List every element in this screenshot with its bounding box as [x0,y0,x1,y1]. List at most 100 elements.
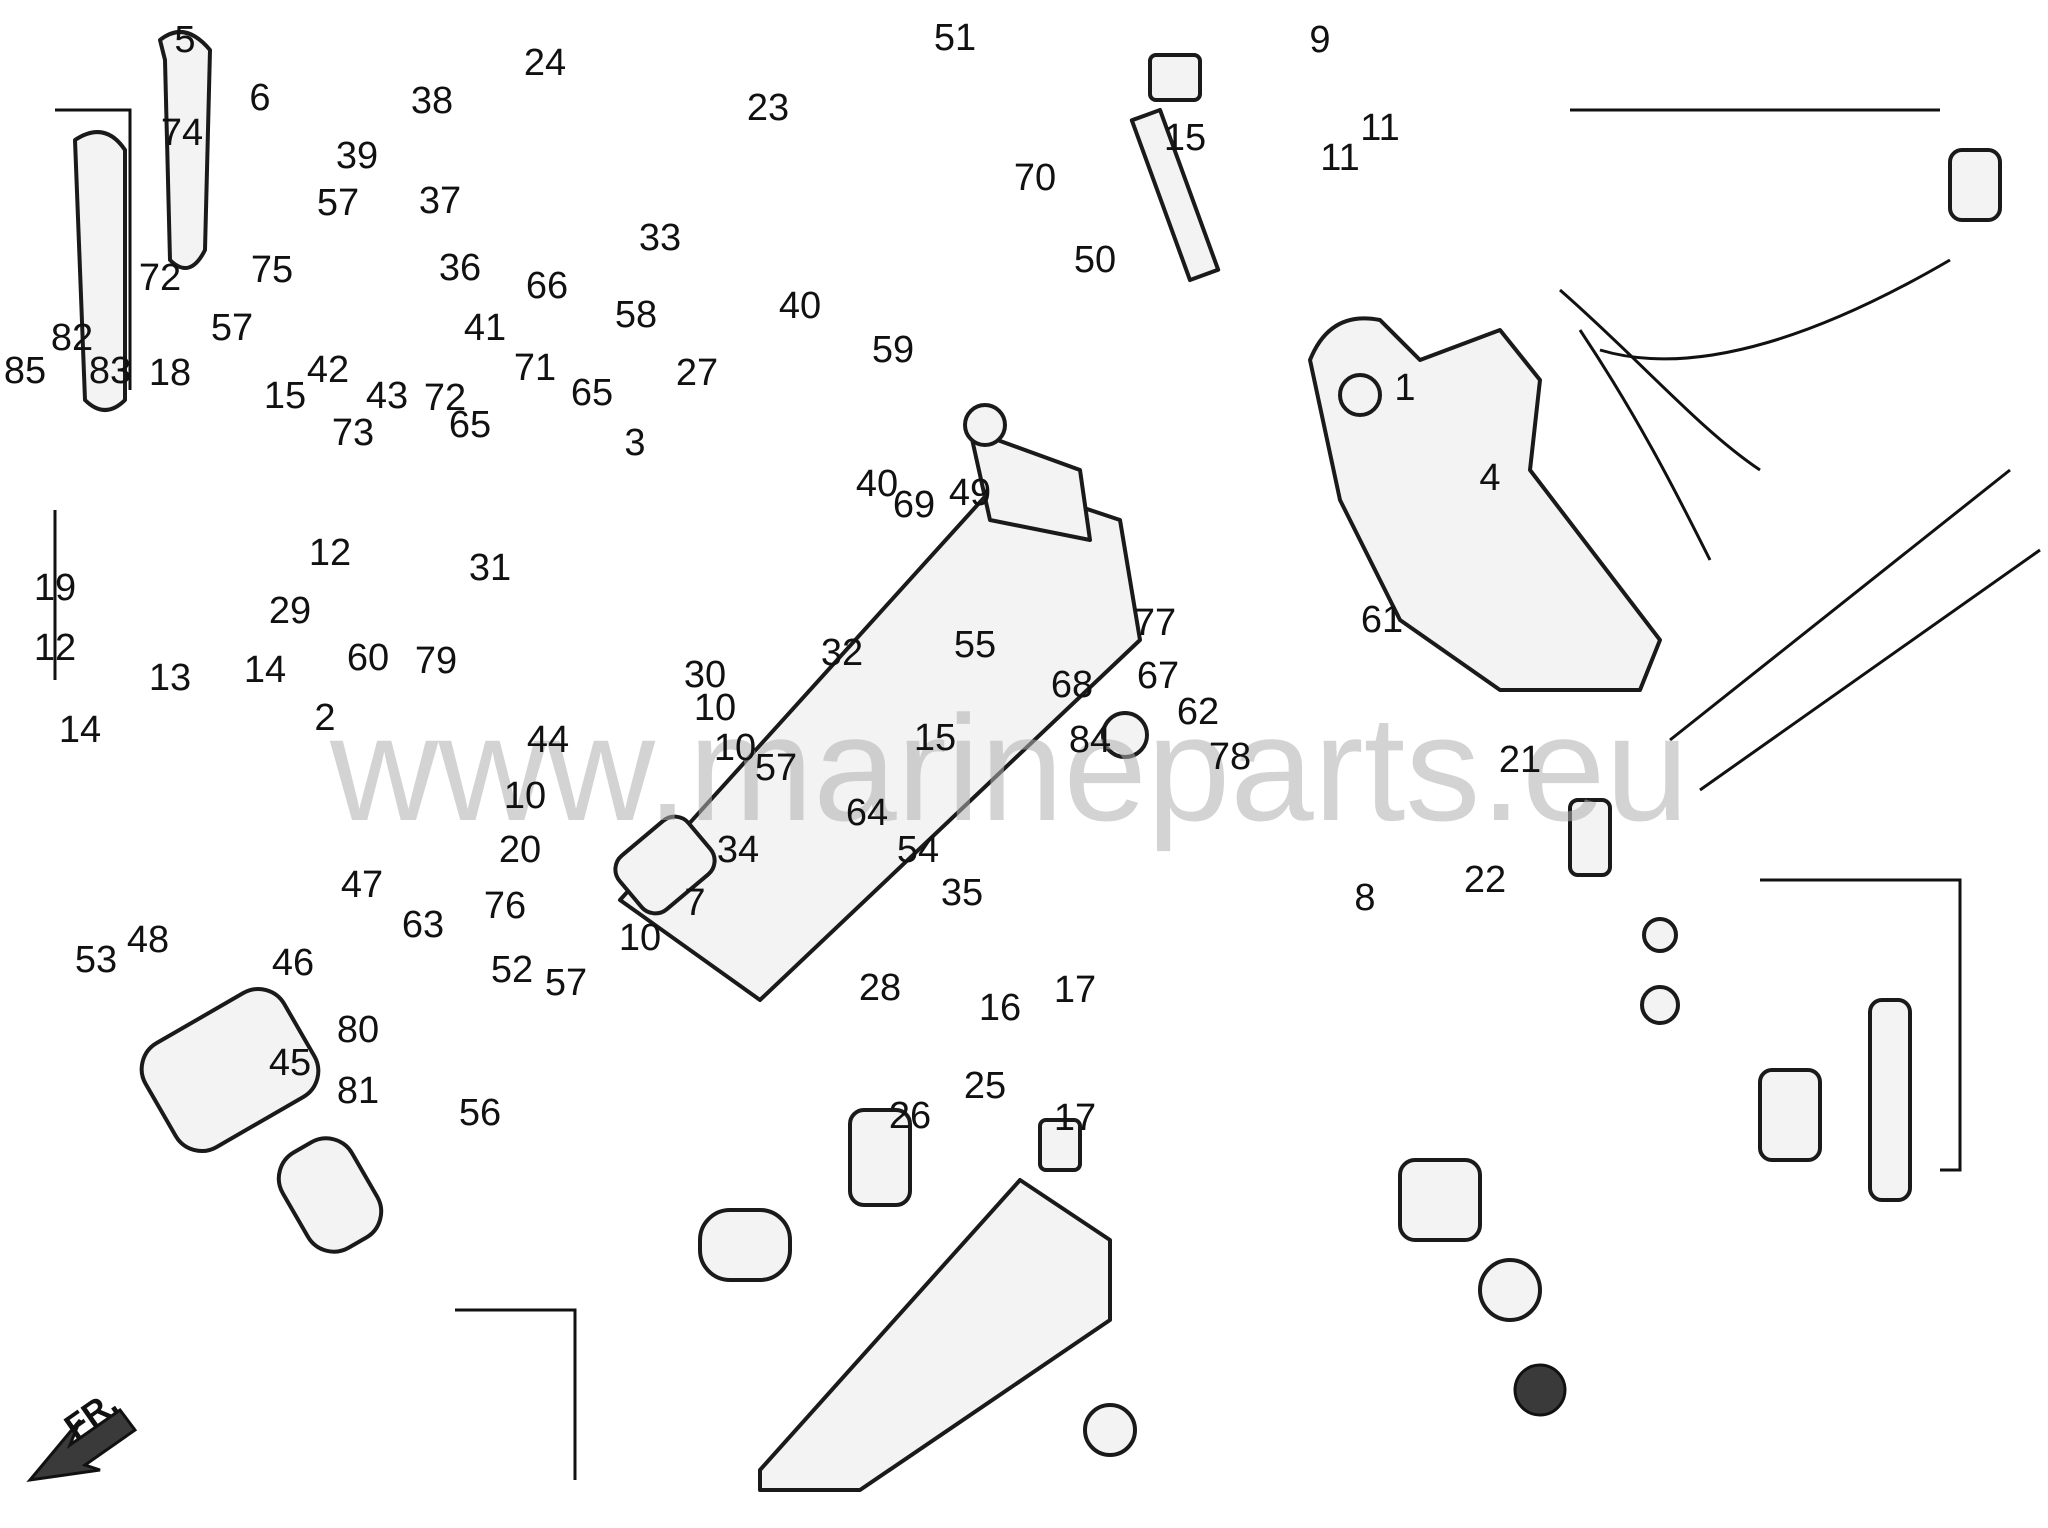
callout-57: 57 [211,307,253,349]
callout-50: 50 [1074,239,1116,281]
callout-65: 65 [449,404,491,446]
callout-56: 56 [459,1092,501,1134]
callout-10: 10 [714,727,756,769]
callout-59: 59 [872,329,914,371]
callout-45: 45 [269,1042,311,1084]
callout-37: 37 [419,180,461,222]
callout-20: 20 [499,829,541,871]
callout-15: 15 [1164,117,1206,159]
callout-54: 54 [897,829,939,871]
callout-73: 73 [332,412,374,454]
pivot-bolt [1129,53,1221,283]
callout-33: 33 [639,217,681,259]
callout-72: 72 [424,377,466,419]
callout-16: 16 [979,987,1021,1029]
callout-42: 42 [307,349,349,391]
callout-48: 48 [127,919,169,961]
callout-15: 15 [914,717,956,759]
callout-57: 57 [545,962,587,1004]
stop-switch-lanyard [1758,998,1912,1202]
wiring-harness [1559,148,2002,561]
callout-55: 55 [954,624,996,666]
callout-82: 82 [51,317,93,359]
tiller-handle-arm [613,428,1142,1002]
callout-38: 38 [411,80,453,122]
callout-51: 51 [934,17,976,59]
tiller-bracket [1308,316,1662,692]
callout-22: 22 [1464,859,1506,901]
callout-62: 62 [1177,691,1219,733]
callout-9: 9 [1309,19,1330,61]
callout-10: 10 [694,687,736,729]
callout-2: 2 [314,697,335,739]
callout-7: 7 [684,882,705,924]
callout-77: 77 [1134,602,1176,644]
callout-57: 57 [755,747,797,789]
misc-hardware [698,403,1680,1457]
callout-72: 72 [139,257,181,299]
lower-cover [758,1178,1112,1492]
callout-8: 8 [1354,877,1375,919]
callout-36: 36 [439,247,481,289]
callout-41: 41 [464,307,506,349]
callout-61: 61 [1361,599,1403,641]
callout-30: 30 [684,654,726,696]
callout-17: 17 [1054,1097,1096,1139]
callout-74: 74 [161,112,203,154]
callout-11: 11 [1320,137,1359,179]
callout-49: 49 [949,472,991,514]
callout-34: 34 [717,829,759,871]
callout-63: 63 [402,904,444,946]
front-arrow-icon [26,1407,138,1483]
callout-1: 1 [1394,367,1415,409]
callout-46: 46 [272,942,314,984]
callout-70: 70 [1014,157,1056,199]
callout-79: 79 [415,640,457,682]
callout-12: 12 [34,627,76,669]
callout-10: 10 [619,917,661,959]
callout-39: 39 [336,135,378,177]
callout-15: 15 [264,375,306,417]
callout-5: 5 [174,19,195,61]
callout-23: 23 [747,87,789,129]
callout-14: 14 [244,649,286,691]
callout-28: 28 [859,967,901,1009]
callout-6: 6 [249,77,270,119]
callout-10: 10 [504,775,546,817]
callout-75: 75 [251,249,293,291]
callout-3: 3 [624,422,645,464]
callout-83: 83 [89,350,131,392]
callout-26: 26 [889,1095,931,1137]
callout-35: 35 [941,872,983,914]
callout-13: 13 [149,657,191,699]
callout-25: 25 [964,1065,1006,1107]
callout-31: 31 [469,547,511,589]
callout-24: 24 [524,42,566,84]
callout-14: 14 [59,709,101,751]
callout-76: 76 [484,885,526,927]
callout-52: 52 [491,949,533,991]
callout-84: 84 [1069,719,1111,761]
callout-64: 64 [846,792,888,834]
callout-58: 58 [615,294,657,336]
callout-4: 4 [1479,457,1500,499]
throttle-cables [1669,468,2041,792]
ignition-switch [1398,1158,1567,1417]
callout-27: 27 [676,352,718,394]
callout-18: 18 [149,352,191,394]
callout-17: 17 [1054,969,1096,1011]
tiller-handle-grips [73,30,212,412]
callout-53: 53 [75,939,117,981]
callout-40: 40 [856,463,898,505]
callout-60: 60 [347,637,389,679]
callout-78: 78 [1209,736,1251,778]
callout-69: 69 [893,484,935,526]
callout-32: 32 [821,632,863,674]
callout-66: 66 [526,265,568,307]
sub-assembly-frames [53,108,1962,1480]
throttle-grip [139,987,384,1254]
front-direction-indicator: FR. [26,1384,138,1483]
callout-43: 43 [366,375,408,417]
